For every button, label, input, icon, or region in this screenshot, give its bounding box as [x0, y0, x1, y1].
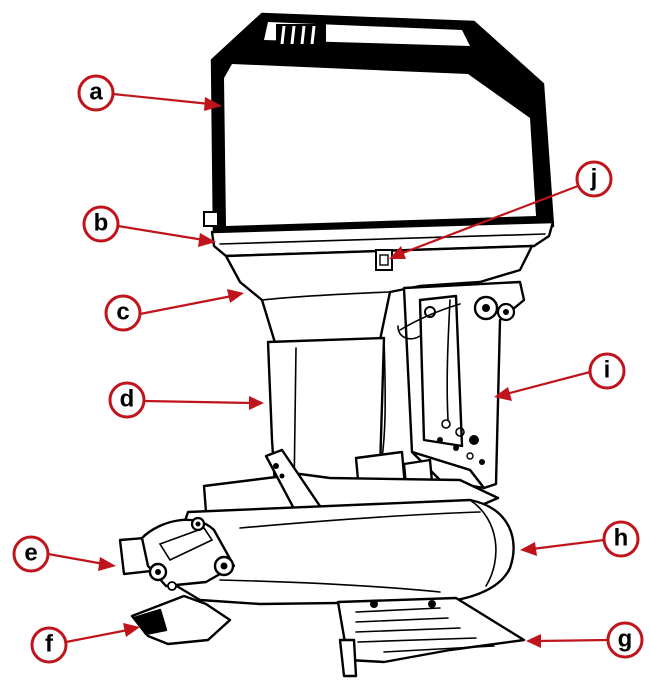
leader-d — [143, 399, 253, 405]
water-intake-grate — [336, 596, 526, 678]
outboard-motor-illustration — [118, 12, 555, 678]
callout-a: a — [77, 74, 115, 112]
callout-b: b — [82, 205, 120, 243]
arrowhead-a — [204, 97, 222, 111]
leader-a — [112, 92, 211, 106]
arrowhead-d — [249, 396, 264, 410]
leader-c — [139, 294, 233, 316]
leader-h — [531, 538, 605, 551]
callout-e: e — [12, 535, 50, 573]
callouts: a b c d e f g h — [12, 74, 644, 664]
callout-f: f — [30, 626, 68, 664]
serial-badge — [375, 249, 393, 271]
callout-c-label: c — [116, 299, 129, 326]
callout-j-label: j — [590, 165, 598, 192]
arrowhead-f — [123, 623, 140, 637]
leader-g — [537, 638, 609, 643]
arrowhead-e — [98, 557, 116, 571]
arrowhead-h — [520, 542, 537, 556]
callout-i: i — [588, 352, 626, 390]
arrowhead-c — [227, 289, 244, 303]
arrowhead-b — [198, 233, 216, 247]
leader-i — [505, 370, 591, 396]
arrowhead-g — [526, 634, 541, 648]
reverse-gate — [130, 581, 232, 646]
callout-g: g — [606, 621, 644, 659]
leader-j — [399, 184, 579, 256]
callout-c: c — [104, 294, 142, 332]
top-cowl — [203, 12, 555, 240]
callout-a-label: a — [89, 79, 103, 106]
vent-grille — [276, 24, 326, 46]
leader-e — [47, 552, 105, 566]
jet-nozzle — [118, 516, 236, 588]
callout-j: j — [575, 160, 613, 198]
callout-h-label: h — [614, 525, 629, 552]
callout-e-label: e — [24, 540, 37, 567]
arrowhead-i — [494, 387, 512, 401]
transom-bracket — [397, 280, 526, 490]
callout-f-label: f — [45, 631, 54, 658]
callout-d-label: d — [120, 386, 135, 413]
callout-g-label: g — [618, 626, 633, 653]
bottom-cowl — [224, 244, 534, 348]
callout-h: h — [602, 520, 640, 558]
callout-d: d — [108, 381, 146, 419]
leader-f — [65, 628, 129, 644]
leader-b — [117, 224, 205, 242]
callout-leaders — [47, 92, 609, 648]
callout-i-label: i — [604, 357, 611, 384]
arrowhead-j — [389, 246, 406, 259]
callout-b-label: b — [94, 210, 109, 237]
